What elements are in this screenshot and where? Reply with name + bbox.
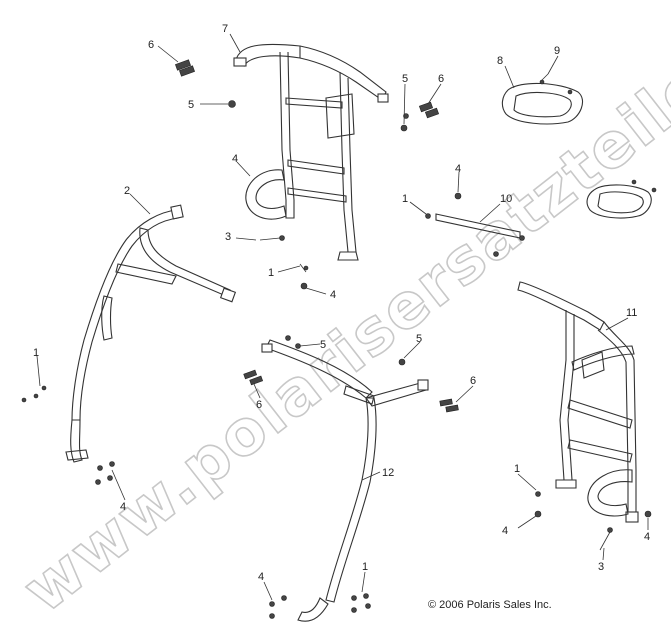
callout: 5 <box>402 73 408 85</box>
callout: 6 <box>256 399 262 411</box>
callout: 4 <box>455 163 461 175</box>
callout: 6 <box>438 73 444 85</box>
callout: 2 <box>124 185 130 197</box>
callout: 6 <box>148 39 154 51</box>
callout: 4 <box>120 501 126 513</box>
copyright-text: © 2006 Polaris Sales Inc. <box>428 599 552 611</box>
part-12-lower-frame <box>261 339 429 622</box>
callout: 4 <box>644 531 650 543</box>
callout: 1 <box>402 193 408 205</box>
hardware <box>21 59 657 619</box>
callout: 6 <box>470 375 476 387</box>
part-4-strap-lower <box>587 469 633 517</box>
callout: 3 <box>598 561 604 573</box>
callout: 1 <box>362 561 368 573</box>
callout: 1 <box>33 347 39 359</box>
callout: 12 <box>382 467 394 479</box>
callout: 3 <box>225 231 231 243</box>
part-8-pads <box>501 82 652 219</box>
callout: 4 <box>502 525 508 537</box>
callout: 5 <box>320 339 326 351</box>
callout: 1 <box>268 267 274 279</box>
callouts: 6 7 5 5 6 8 9 4 2 4 1 10 3 1 4 11 5 5 1 … <box>33 23 650 583</box>
callout: 9 <box>554 45 560 57</box>
callout: 5 <box>188 99 194 111</box>
leader-lines <box>36 33 649 601</box>
callout: 1 <box>514 463 520 475</box>
callout: 11 <box>626 307 637 319</box>
callout: 5 <box>416 333 422 345</box>
part-4-strap-upper <box>245 169 287 220</box>
callout: 10 <box>500 193 512 205</box>
part-11-side-frame <box>517 281 639 523</box>
callout: 4 <box>258 571 264 583</box>
callout: 4 <box>232 153 238 165</box>
callout: 4 <box>330 289 336 301</box>
callout: 8 <box>497 55 503 67</box>
callout: 7 <box>222 23 228 35</box>
part-7-upper-rear-frame <box>233 43 389 261</box>
part-2-front-frame <box>65 204 237 463</box>
